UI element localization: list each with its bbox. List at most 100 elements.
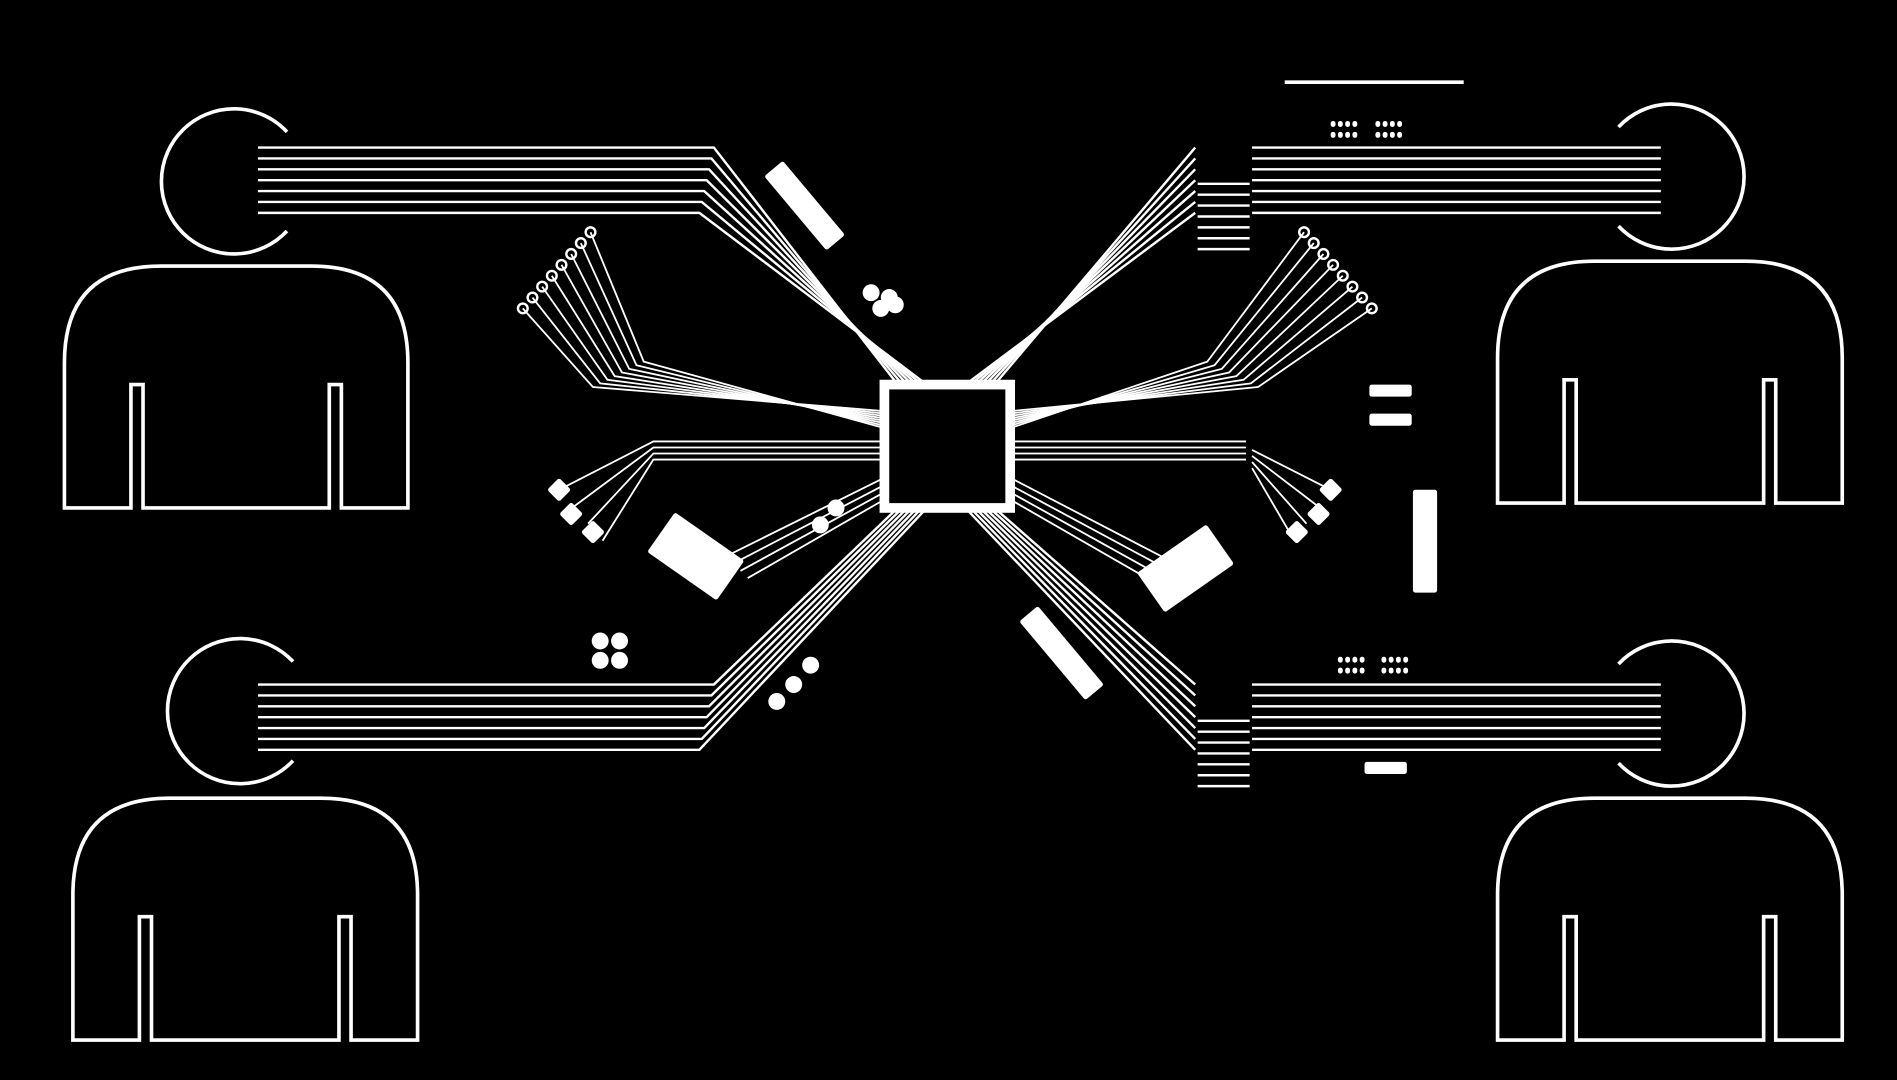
solder-pad-icon xyxy=(591,651,609,669)
person-head-icon xyxy=(159,107,289,256)
trace-line xyxy=(601,458,885,542)
person-head-icon xyxy=(1617,102,1746,251)
trace-line xyxy=(1010,296,1363,415)
trace-line xyxy=(979,178,1661,386)
capacitor-icon xyxy=(1364,761,1407,775)
led-icon xyxy=(560,503,583,525)
trace-line xyxy=(257,189,918,386)
pad-icon xyxy=(1330,120,1336,127)
trace-line xyxy=(979,507,1661,719)
pad-icon xyxy=(1337,667,1343,674)
trace-line xyxy=(257,507,899,686)
pad-icon xyxy=(1389,120,1395,127)
trace-line xyxy=(558,440,885,491)
pad-icon xyxy=(1330,131,1336,138)
trace-line xyxy=(587,452,885,525)
pad-icon xyxy=(1388,667,1394,674)
trace-line xyxy=(1009,491,1153,572)
pad-icon xyxy=(1352,667,1358,674)
pad-icon xyxy=(1381,656,1387,663)
pad-icon xyxy=(1382,131,1388,138)
pad-icon xyxy=(1352,131,1358,138)
trace-line xyxy=(993,146,1661,386)
solder-pad-icon xyxy=(768,692,786,710)
trace-line xyxy=(257,211,928,386)
pad-icon xyxy=(1403,656,1409,663)
pin-icon xyxy=(1327,258,1340,271)
person-body-icon xyxy=(1495,259,1845,505)
pad-icon xyxy=(1352,120,1358,127)
pin-icon xyxy=(1356,291,1369,304)
pin-icon xyxy=(516,302,529,315)
resistor-icon xyxy=(765,161,844,250)
solder-pad-icon xyxy=(611,632,629,650)
led-icon xyxy=(1307,503,1330,525)
trace-line xyxy=(725,476,885,558)
trace-line xyxy=(1010,275,1344,420)
pin-icon xyxy=(1298,226,1311,239)
trace-line xyxy=(740,491,885,572)
person-head-icon xyxy=(1617,639,1746,788)
pad-icon xyxy=(1395,656,1401,663)
person-body-icon xyxy=(71,796,420,1042)
pin-icon xyxy=(1365,302,1378,315)
pad-icon xyxy=(1345,656,1351,663)
trace-line xyxy=(1009,484,1157,565)
trace-line xyxy=(1010,446,1320,508)
pad-icon xyxy=(1388,656,1394,663)
trace-line xyxy=(732,484,885,565)
trace-line xyxy=(1009,498,1148,579)
trace-line xyxy=(257,507,918,730)
trace-line xyxy=(257,507,928,752)
pad-icon xyxy=(1395,667,1401,674)
trace-line xyxy=(573,446,885,508)
trace-line xyxy=(964,211,1661,386)
pin-icon xyxy=(1317,247,1330,261)
pad-icon xyxy=(1403,667,1409,674)
pad-icon xyxy=(1337,656,1343,663)
pad-icon xyxy=(1375,120,1381,127)
pad-icon xyxy=(1381,667,1387,674)
trace-line xyxy=(589,231,885,430)
trace-line xyxy=(257,200,923,386)
trace-line xyxy=(257,507,914,719)
pin-icon xyxy=(545,269,558,282)
solder-pad-icon xyxy=(802,656,820,674)
pin-icon xyxy=(584,226,597,239)
pin-icon xyxy=(536,280,549,293)
trace-line xyxy=(983,507,1661,708)
pad-icon xyxy=(1345,667,1351,674)
trace-line xyxy=(974,507,1661,730)
solder-pad-icon xyxy=(886,296,904,314)
trace-line xyxy=(988,507,1661,697)
people-group xyxy=(62,102,1845,1042)
resistor-icon xyxy=(1412,489,1438,593)
microchip-icon xyxy=(879,379,1016,513)
person-head-icon xyxy=(165,636,295,786)
led-icon xyxy=(581,521,604,544)
pad-icon xyxy=(1389,131,1395,138)
trace-line xyxy=(988,157,1661,386)
pad-icon xyxy=(1382,120,1388,127)
trace-line xyxy=(257,507,909,708)
trace-line xyxy=(747,498,885,579)
ic-chip-icon xyxy=(1137,525,1234,612)
pin-icon xyxy=(1307,237,1320,250)
trace-line xyxy=(969,507,1661,741)
solder-pad-icon xyxy=(591,632,609,650)
solder-pad-icon xyxy=(872,299,890,317)
person-body-icon xyxy=(62,264,410,510)
solder-pad-icon xyxy=(611,651,629,669)
trace-line xyxy=(1009,264,1334,422)
resistor-icon xyxy=(1020,606,1103,700)
trace-line xyxy=(1009,231,1305,429)
pin-icon xyxy=(1336,269,1349,282)
solder-pad-icon xyxy=(785,676,803,693)
led-icon xyxy=(1319,478,1342,501)
pad-icon xyxy=(1345,131,1351,138)
pad-icon xyxy=(1352,656,1358,663)
circuit-traces xyxy=(257,80,1661,788)
pad-icon xyxy=(1337,120,1343,127)
capacitor-icon xyxy=(1369,384,1412,397)
